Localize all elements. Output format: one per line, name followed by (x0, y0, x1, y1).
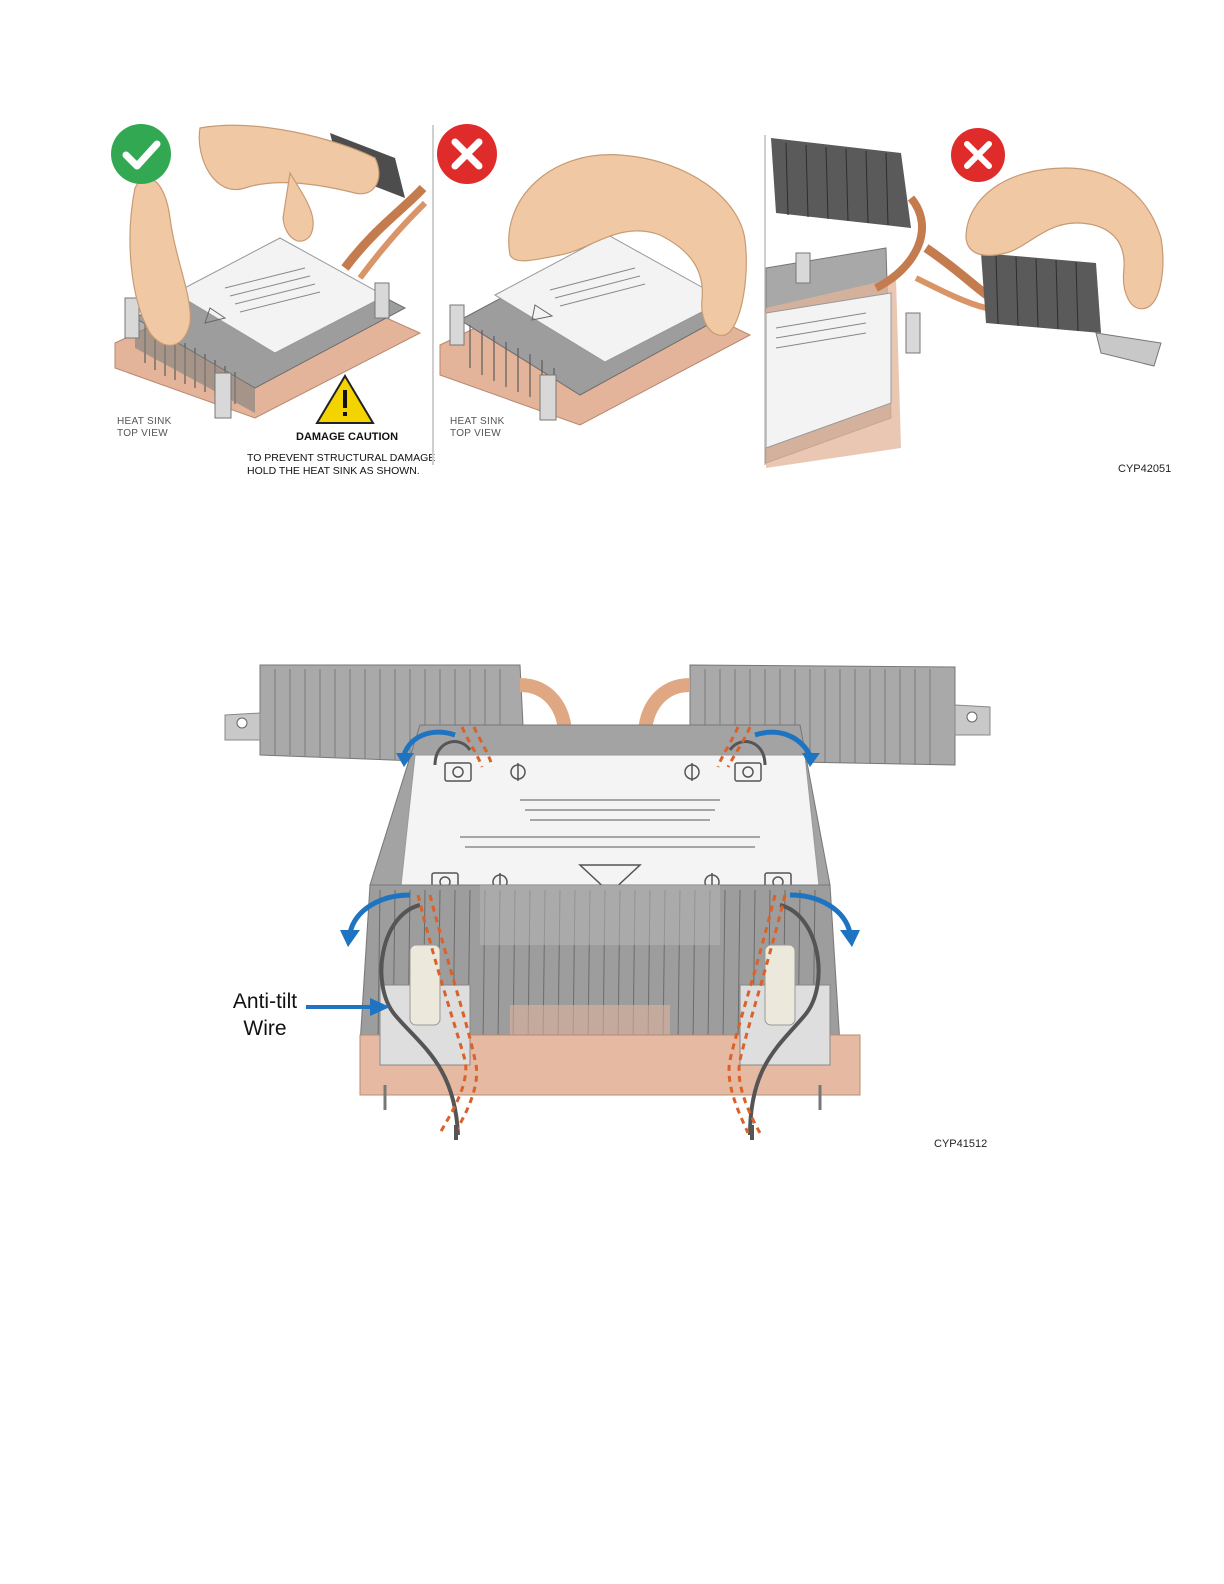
anti-tilt-wire-callout-line2: Wire (222, 1015, 308, 1042)
panel2-view-label-line1: HEAT SINK (450, 416, 505, 428)
anti-tilt-wire-callout-line1: Anti-tilt (222, 988, 308, 1015)
damage-caution-text: TO PREVENT STRUCTURAL DAMAGE HOLD THE HE… (247, 452, 435, 478)
figure1-code: CYP42051 (1118, 463, 1171, 475)
damage-caution-line1: TO PREVENT STRUCTURAL DAMAGE (247, 452, 435, 465)
panel-divider (432, 125, 434, 465)
figure2-code: CYP41512 (934, 1138, 987, 1150)
heatsink-illustration (220, 655, 1000, 1155)
panel-incorrect-grip-fins (440, 140, 760, 440)
panel1-view-label-line2: TOP VIEW (117, 428, 172, 440)
damage-caution-title: DAMAGE CAUTION (296, 431, 398, 443)
panel1-view-label-line1: HEAT SINK (117, 416, 172, 428)
panel2-view-label-line2: TOP VIEW (450, 428, 505, 440)
panel1-view-label: HEAT SINK TOP VIEW (117, 416, 172, 440)
panel2-view-label: HEAT SINK TOP VIEW (450, 416, 505, 440)
x-icon-panel3 (950, 127, 1006, 183)
damage-caution-line2: HOLD THE HEAT SINK AS SHOWN. (247, 465, 435, 478)
check-icon (110, 123, 172, 185)
x-icon-panel2 (436, 123, 498, 185)
anti-tilt-wire-callout: Anti-tilt Wire (222, 988, 308, 1042)
